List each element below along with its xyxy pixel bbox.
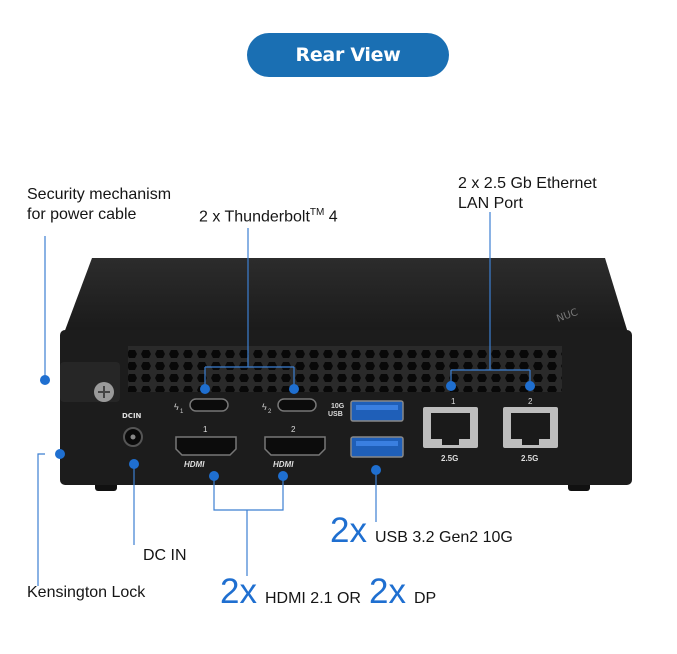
svg-text:1: 1: [180, 409, 184, 415]
svg-text:10G: 10G: [331, 403, 345, 410]
usb-port-2: [350, 436, 404, 458]
security-label-line1: Security mechanism: [27, 186, 172, 203]
thunderbolt-tm: TM: [309, 207, 325, 218]
ethernet-label: 2 x 2.5 Gb Ethernet LAN Port: [458, 174, 597, 214]
dc-in-label: DC IN: [143, 547, 187, 564]
dp-count: 2x: [368, 572, 406, 611]
rear-view-title: Rear View: [247, 33, 449, 77]
vent-grille: [128, 346, 562, 392]
svg-text:HDMI: HDMI: [184, 460, 205, 469]
hdmi-port-2: [264, 436, 326, 456]
ethernet-label-line2: LAN Port: [458, 195, 523, 212]
hdmi-desc: HDMI 2.1 OR: [264, 590, 361, 607]
svg-text:2: 2: [268, 409, 272, 415]
svg-text:1: 1: [203, 425, 208, 434]
usb-callout: 2x USB 3.2 Gen2 10G: [330, 513, 513, 548]
hdmi-callout: 2x HDMI 2.1 OR 2x DP: [220, 574, 436, 609]
leader-lines: [37, 212, 531, 586]
dcin-marking: DCIN: [122, 412, 142, 420]
thunderbolt-label-text: 2 x Thunderbolt: [199, 208, 310, 226]
ethernet-label-line1: 2 x 2.5 Gb Ethernet: [458, 175, 597, 192]
thunderbolt-port-1: [189, 398, 229, 412]
tb-bolt-2: ϟ: [262, 402, 267, 412]
chassis-top: [64, 258, 628, 333]
hdmi-port-1: [175, 436, 237, 456]
usb-desc: USB 3.2 Gen2 10G: [374, 529, 513, 546]
thunderbolt-label: 2 x ThunderboltTM 4: [199, 203, 338, 227]
leader-dots: [40, 375, 535, 481]
svg-text:USB: USB: [328, 411, 343, 418]
hdmi-count: 2x: [220, 572, 257, 611]
svg-text:2.5G: 2.5G: [521, 454, 538, 463]
security-label: Security mechanism for power cable: [27, 185, 171, 225]
thunderbolt-port-2: [277, 398, 317, 412]
svg-text:2.5G: 2.5G: [441, 454, 458, 463]
svg-text:HDMI: HDMI: [273, 460, 294, 469]
kensington-label: Kensington Lock: [27, 584, 146, 601]
thunderbolt-version: 4: [324, 208, 338, 226]
usb-port-1: [350, 400, 404, 422]
usb-count: 2x: [330, 511, 367, 550]
tb-bolt-1: ϟ: [174, 402, 179, 412]
security-label-line2: for power cable: [27, 206, 137, 223]
dp-desc: DP: [413, 590, 437, 607]
svg-text:2: 2: [528, 397, 533, 406]
svg-text:1: 1: [451, 397, 456, 406]
svg-text:2: 2: [291, 425, 296, 434]
